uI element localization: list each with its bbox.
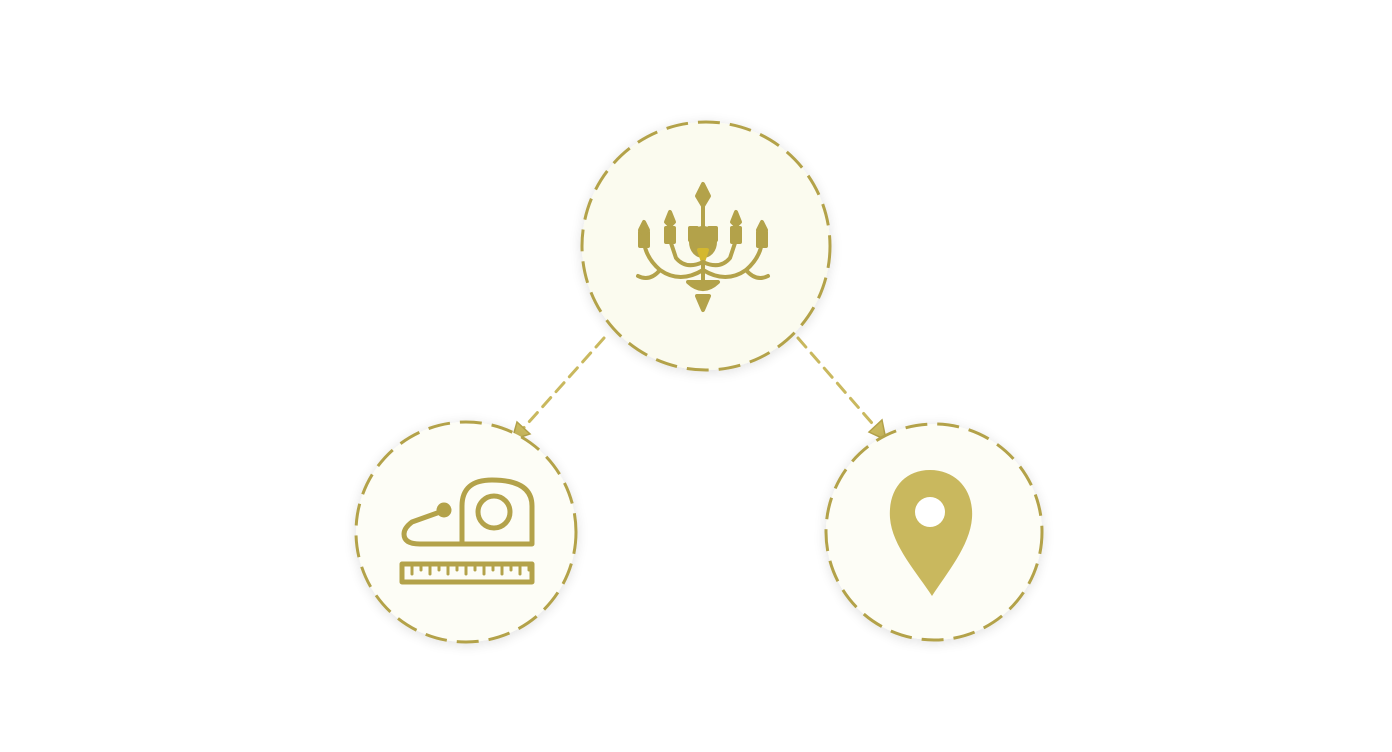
edge-chandelier-to-pin bbox=[796, 336, 888, 442]
arrowhead bbox=[867, 418, 888, 442]
node-measuring-tape bbox=[354, 420, 578, 644]
chandelier-icon bbox=[636, 182, 770, 312]
edge-chandelier-to-tape bbox=[510, 336, 606, 442]
measuring-tape-icon bbox=[399, 477, 535, 585]
node-location-pin bbox=[824, 422, 1044, 642]
node-circle bbox=[354, 420, 578, 644]
location-pin-icon bbox=[889, 470, 973, 596]
node-chandelier bbox=[580, 120, 832, 372]
